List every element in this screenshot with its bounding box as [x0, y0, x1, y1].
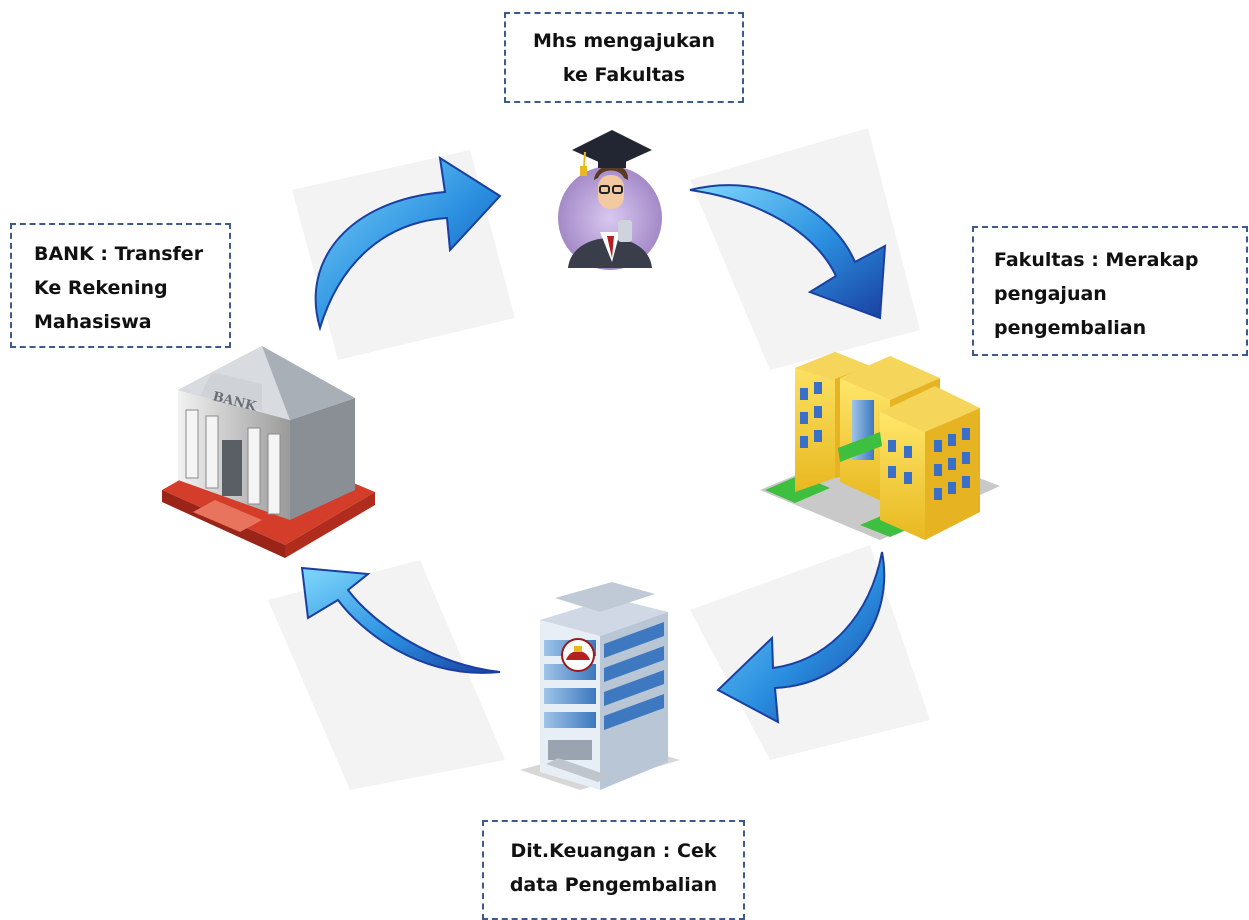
faculty-building-icon — [760, 352, 1000, 540]
arrow-faculty-to-finance — [716, 551, 886, 724]
step-finance-label: Dit.Keuangan : Cek data Pengembalian — [482, 820, 745, 920]
graduate-student-icon — [558, 130, 662, 270]
arrow-student-to-faculty — [689, 184, 887, 320]
arrow-finance-to-bank — [300, 566, 501, 674]
bank-building-icon: BANK — [162, 346, 375, 558]
arrow-bank-to-student — [314, 155, 502, 332]
step-faculty-label: Fakultas : Merakap pengajuan pengembalia… — [972, 226, 1248, 356]
finance-office-building-icon — [520, 582, 680, 790]
step-bank-label: BANK : Transfer Ke Rekening Mahasiswa — [10, 223, 231, 348]
step-student-label: Mhs mengajukan ke Fakultas — [504, 12, 744, 103]
